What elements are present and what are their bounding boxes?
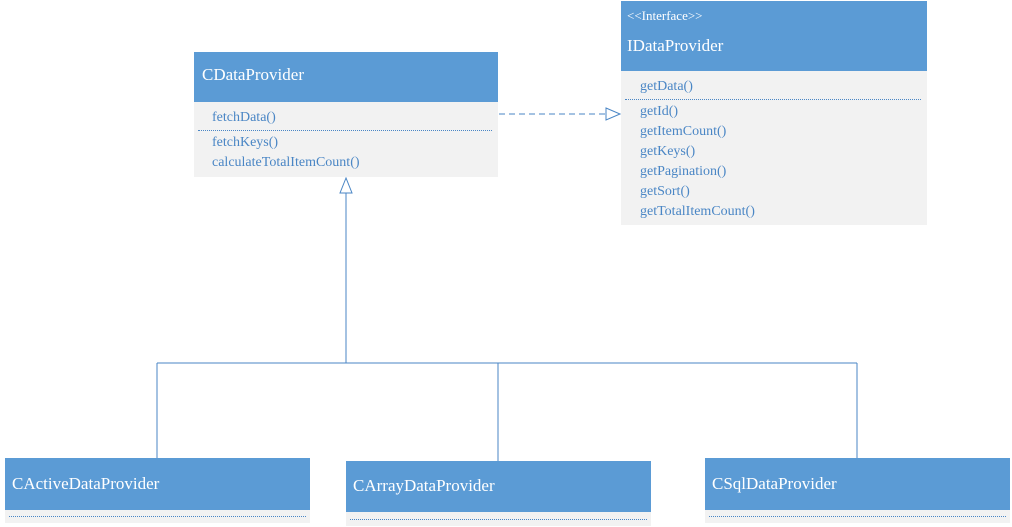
operations-list: fetchData() fetchKeys() calculateTotalIt… <box>194 102 498 173</box>
class-header: CActiveDataProvider <box>5 458 310 510</box>
operations-divider <box>709 516 1006 517</box>
operation: getTotalItemCount() <box>640 204 755 219</box>
operations-divider <box>350 519 647 520</box>
class-cdataprovider[interactable]: CDataProvider fetchData() fetchKeys() ca… <box>194 52 498 177</box>
operation: fetchData() <box>212 110 276 125</box>
stereotype-label: <<Interface>> <box>627 8 703 23</box>
class-header: CSqlDataProvider <box>705 458 1010 510</box>
operation: getKeys() <box>640 144 696 159</box>
class-cactivedataprovider[interactable]: CActiveDataProvider <box>5 458 310 523</box>
operations-list: getData() getId() getItemCount() getKeys… <box>621 71 927 222</box>
class-name: CDataProvider <box>202 65 304 84</box>
interface-header: <<Interface>> IDataProvider <box>621 1 927 71</box>
operation: getId() <box>640 104 679 119</box>
operations-divider <box>9 516 306 517</box>
operation: getSort() <box>640 184 690 199</box>
class-name: CSqlDataProvider <box>712 474 837 493</box>
class-header: CDataProvider <box>194 52 498 102</box>
operations-divider <box>625 99 921 100</box>
class-header: CArrayDataProvider <box>346 461 651 512</box>
operation: calculateTotalItemCount() <box>212 155 360 170</box>
class-name: CArrayDataProvider <box>353 476 495 495</box>
operation: getData() <box>640 79 693 94</box>
class-csqldataprovider[interactable]: CSqlDataProvider <box>705 458 1010 523</box>
operation: getItemCount() <box>640 124 727 139</box>
operations-divider <box>198 130 492 131</box>
interface-name: IDataProvider <box>627 36 724 55</box>
generalization-arrowhead <box>339 176 353 194</box>
operation: getPagination() <box>640 164 727 179</box>
operation: fetchKeys() <box>212 135 279 150</box>
class-carraydataprovider[interactable]: CArrayDataProvider <box>346 461 651 526</box>
realization-arrowhead <box>605 107 622 121</box>
class-name: CActiveDataProvider <box>12 474 160 493</box>
interface-idataprovider[interactable]: <<Interface>> IDataProvider getData() ge… <box>621 1 927 225</box>
